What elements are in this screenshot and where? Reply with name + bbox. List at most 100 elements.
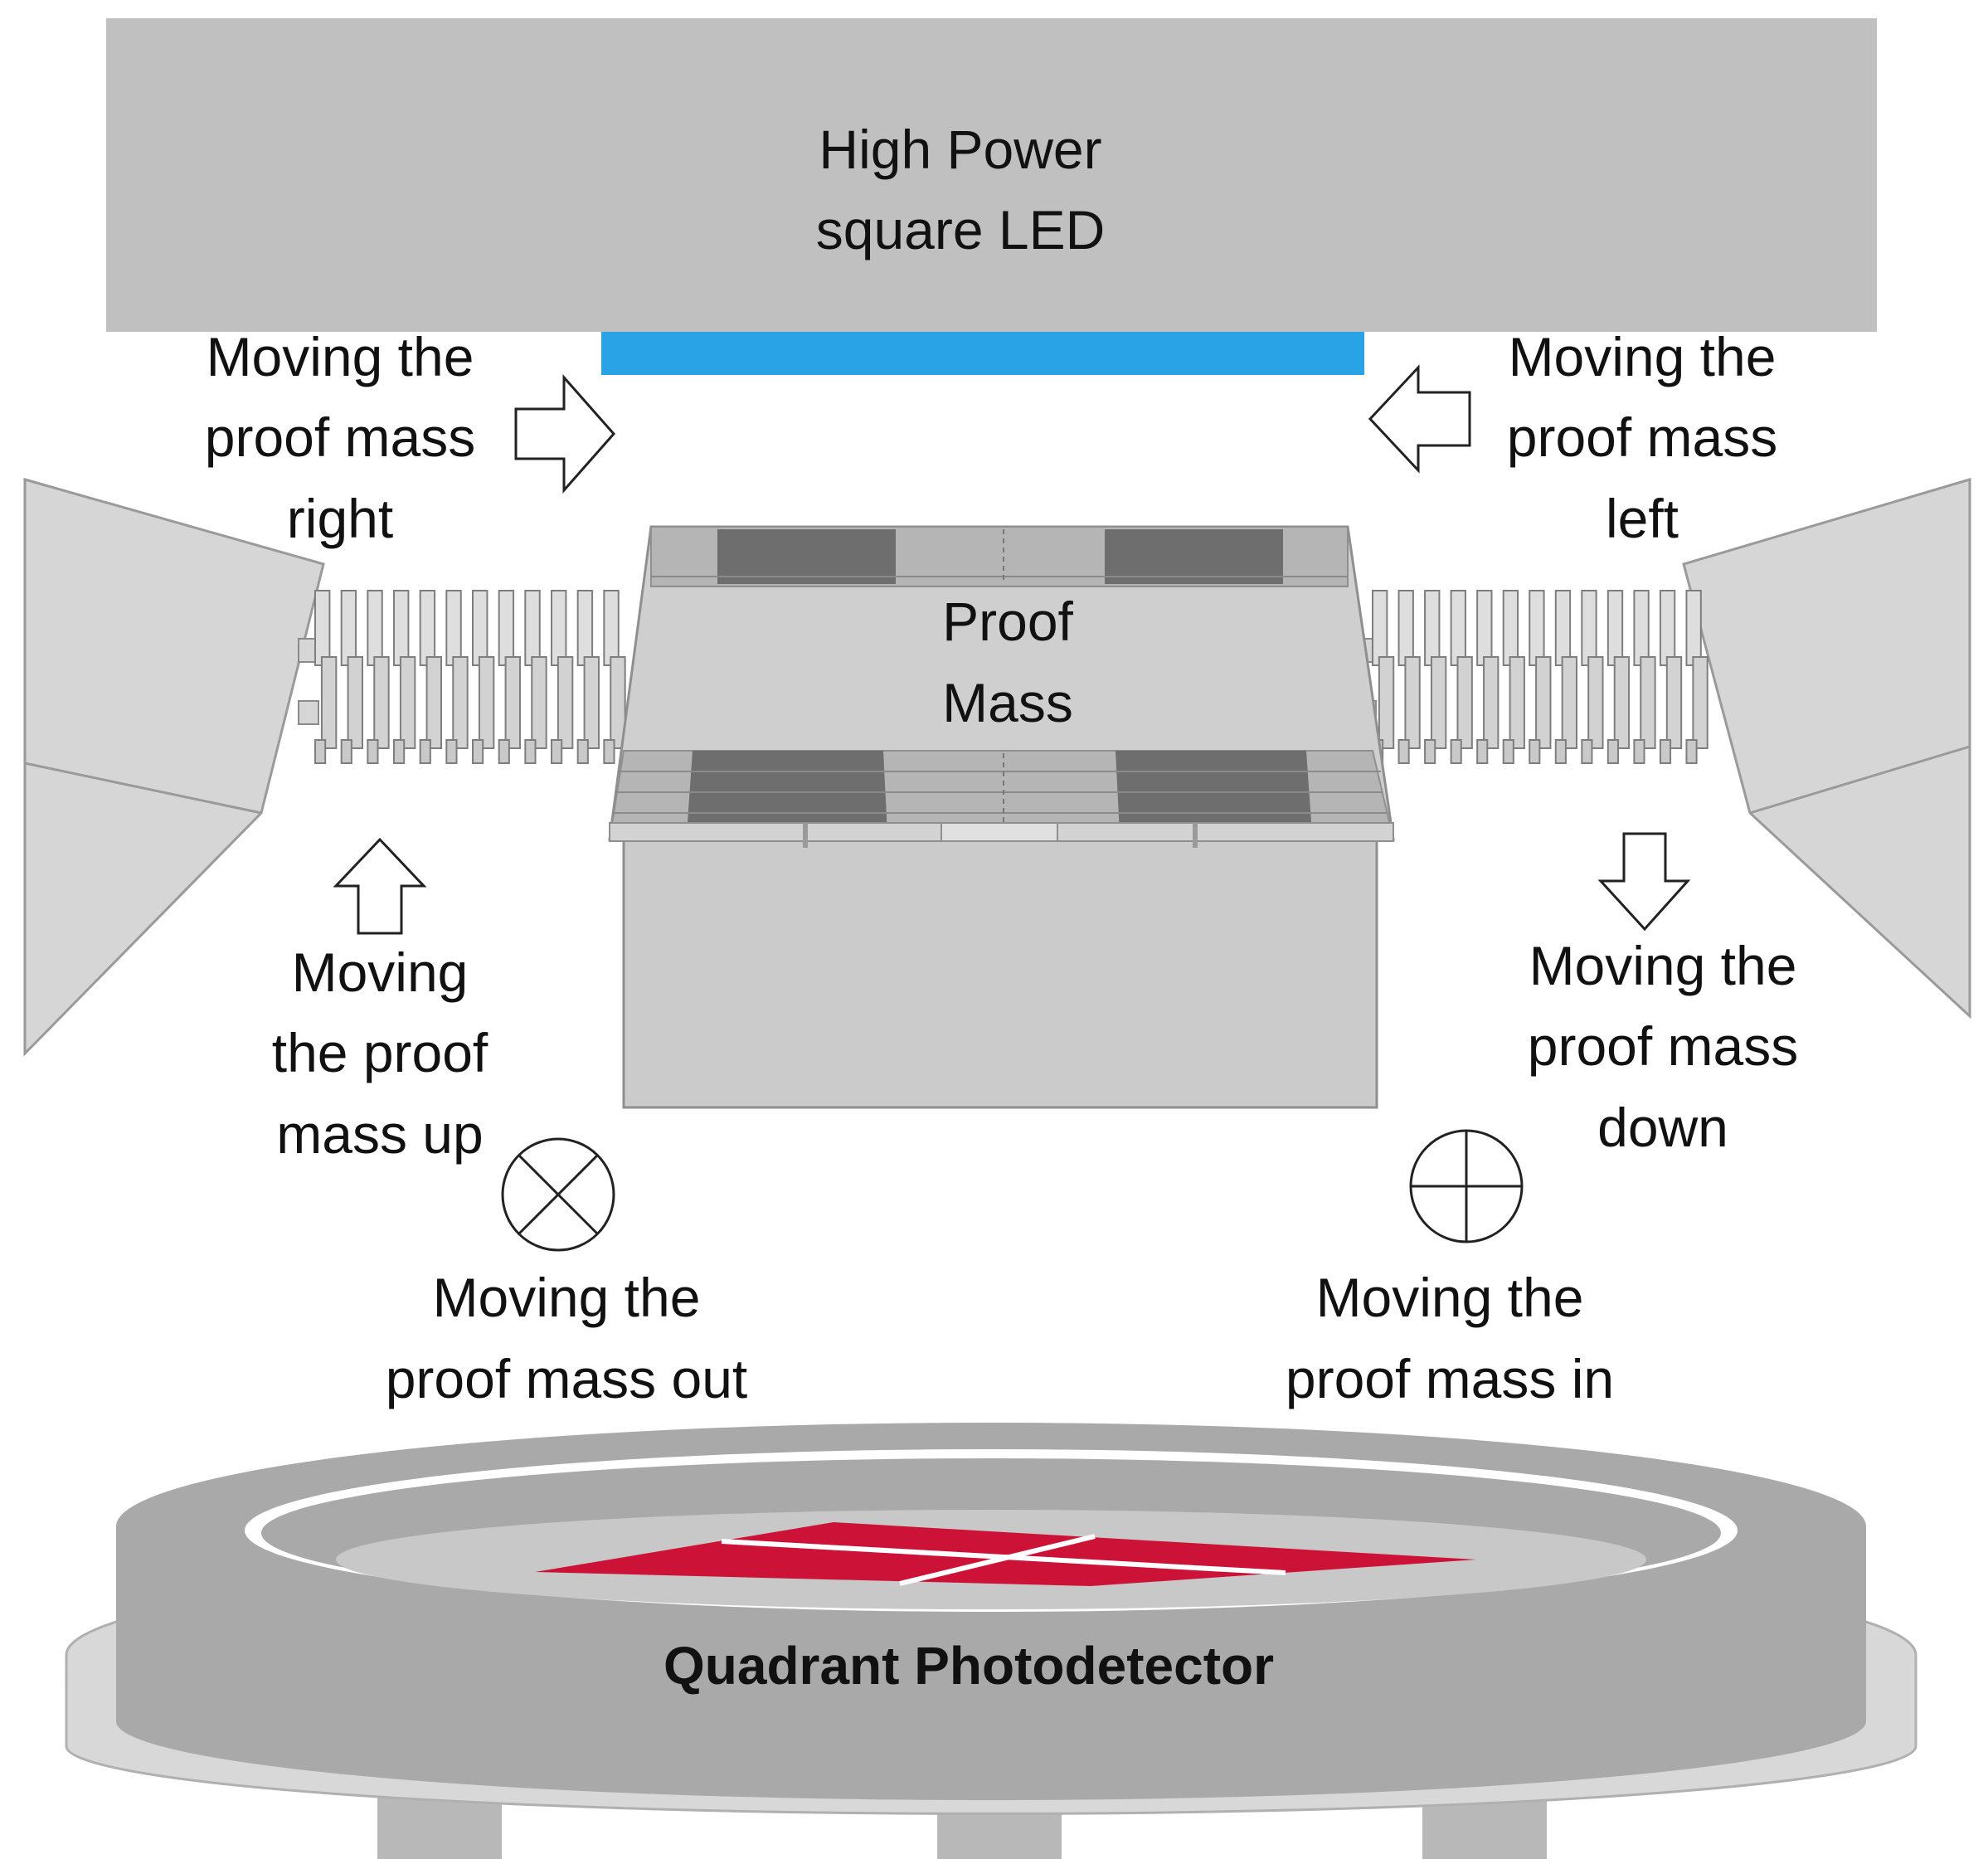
left-comb-finger-base [445, 739, 458, 764]
right-comb-finger [1535, 656, 1552, 749]
right-comb-finger-base [1529, 739, 1541, 764]
arrow-right-icon [514, 374, 616, 494]
label-move-right-line-3: right [287, 488, 393, 549]
circle-plus-icon [1409, 1129, 1524, 1243]
label-move-left-line-1: Moving the [1509, 326, 1777, 387]
right-comb-finger [1450, 590, 1466, 666]
left-comb-finger-base [367, 739, 379, 764]
left-comb-finger [504, 656, 521, 749]
left-comb-finger [557, 656, 574, 749]
left-comb-finger [419, 590, 436, 666]
label-move-right-line-1: Moving the [207, 326, 474, 387]
left-comb-finger-base [419, 739, 431, 764]
label-move-right-line-2: proof mass [205, 406, 475, 468]
label-move-in-line-1: Moving the [1316, 1267, 1584, 1328]
right-comb-finger [1483, 656, 1500, 749]
right-comb-finger [1404, 656, 1421, 749]
label-move-up-line-1: Moving [292, 942, 469, 1003]
right-comb-finger [1397, 590, 1414, 666]
label-move-out-line-1: Moving the [433, 1267, 701, 1328]
right-comb-finger-base [1554, 739, 1567, 764]
right-comb-finger-base [1502, 739, 1514, 764]
right-comb-finger [1640, 656, 1656, 749]
right-comb-drive [1355, 590, 1709, 764]
right-comb-finger [1685, 590, 1702, 666]
label-move-down: Moving the proof mass down [1528, 935, 1798, 1158]
left-comb-finger [603, 590, 620, 666]
left-comb-finger [347, 656, 364, 749]
left-comb-finger-base [393, 739, 406, 764]
right-comb-finger-base [1659, 739, 1672, 764]
left-comb-finger [478, 656, 495, 749]
right-comb-finger [1587, 656, 1604, 749]
right-comb-finger-base [1633, 739, 1645, 764]
arrow-left-icon [1368, 364, 1471, 474]
label-move-down-line-3: down [1597, 1097, 1728, 1158]
left-comb-finger-base [472, 739, 484, 764]
label-move-out: Moving the proof mass out [386, 1267, 748, 1409]
right-comb-finger [1529, 590, 1545, 666]
proof-mass-label-line-1: Proof [942, 591, 1073, 652]
left-comb-finger [425, 656, 442, 749]
led-housing [106, 18, 1877, 332]
right-comb-finger [1613, 656, 1631, 749]
left-comb-finger-base [314, 739, 327, 764]
left-comb-finger-base [340, 739, 352, 764]
right-comb-finger [1692, 656, 1709, 749]
left-comb-finger-base [498, 739, 510, 764]
right-comb-finger [1581, 590, 1597, 666]
right-comb-finger [1456, 656, 1473, 749]
left-comb-finger-base [524, 739, 537, 764]
right-comb-finger [1424, 590, 1441, 666]
left-comb-finger [531, 656, 547, 749]
left-comb-finger [367, 590, 383, 666]
right-comb-finger-base [1606, 739, 1619, 764]
label-move-down-line-2: proof mass [1528, 1015, 1798, 1077]
left-comb-finger [498, 590, 515, 666]
left-comb-rail-bottom [298, 700, 319, 725]
led-emitter [601, 332, 1364, 375]
right-comb-finger [1378, 656, 1395, 749]
left-comb-finger [393, 590, 410, 666]
left-comb-finger [551, 590, 567, 666]
arrow-down-icon [1597, 832, 1691, 932]
left-comb-finger [373, 656, 390, 749]
left-comb-finger [320, 656, 338, 749]
left-comb-drive [298, 590, 626, 764]
right-anchor-pad [1682, 477, 1971, 1020]
right-comb-finger-base [1397, 739, 1410, 764]
label-move-up-line-3: mass up [276, 1103, 483, 1165]
left-comb-finger [610, 656, 626, 749]
label-move-left-line-3: left [1606, 488, 1679, 549]
right-comb-finger-base [1476, 739, 1489, 764]
right-comb-finger-base [1685, 739, 1698, 764]
proof-mass-body [608, 525, 1395, 1109]
label-move-in-line-2: proof mass in [1286, 1348, 1614, 1409]
photodetector-housing [65, 1423, 1918, 1859]
label-move-down-line-1: Moving the [1529, 935, 1797, 996]
right-comb-finger [1502, 590, 1519, 666]
left-comb-finger [472, 590, 488, 666]
quadrant-sensor [535, 1522, 1476, 1586]
label-move-left-line-2: proof mass [1507, 406, 1777, 468]
left-comb-finger [399, 656, 416, 749]
label-move-in: Moving the proof mass in [1286, 1267, 1614, 1409]
right-comb-finger [1665, 656, 1683, 749]
right-comb-finger [1659, 590, 1676, 666]
right-comb-finger [1476, 590, 1493, 666]
left-comb-finger [445, 590, 462, 666]
label-move-left: Moving the proof mass left [1507, 326, 1777, 549]
left-comb-finger [452, 656, 469, 749]
right-comb-finger [1430, 656, 1447, 749]
label-move-up: Moving the proof mass up [272, 942, 488, 1165]
right-comb-finger [1606, 590, 1624, 666]
left-anchor-pad [23, 478, 325, 1057]
label-move-out-line-2: proof mass out [386, 1348, 748, 1409]
right-comb-finger [1554, 590, 1572, 666]
label-move-right: Moving the proof mass right [205, 326, 475, 549]
right-comb-finger [1372, 590, 1388, 666]
right-comb-finger-base [1581, 739, 1593, 764]
right-comb-finger [1561, 656, 1577, 749]
